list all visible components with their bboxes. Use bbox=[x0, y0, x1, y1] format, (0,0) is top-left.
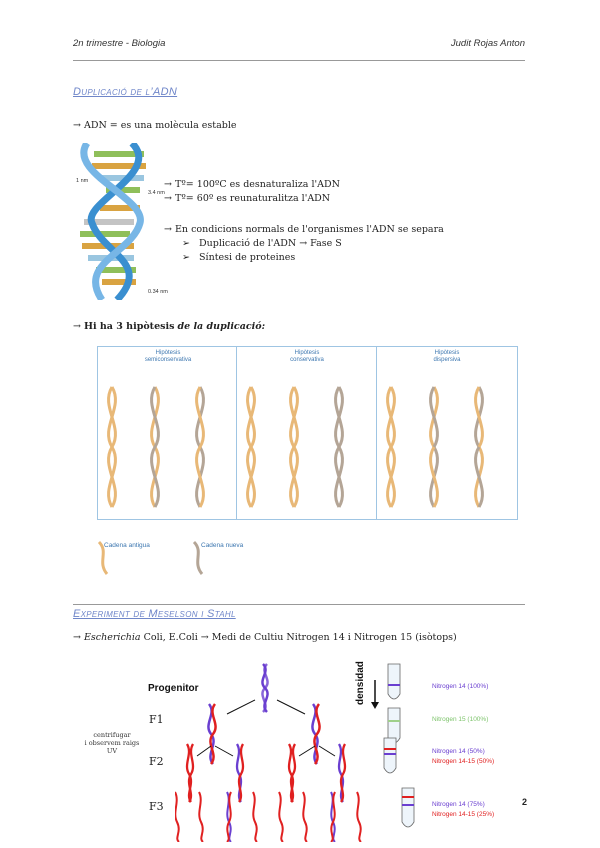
tube3-label-a: Nitrogen 14 (50%) bbox=[432, 748, 485, 755]
temp-line-2: → Tº= 60º es reunaturalitza l'ADN bbox=[164, 193, 330, 204]
f1-dna-right bbox=[311, 703, 321, 765]
header-left: 2n trimestre - Biologia bbox=[73, 38, 166, 49]
header-divider bbox=[73, 60, 525, 61]
sub-bullet-1: ➢ Duplicació de l'ADN → Fase S bbox=[182, 238, 342, 249]
sub-bullet-1-text: Duplicació de l'ADN → Fase S bbox=[199, 238, 342, 249]
tube4-label-b: Nitrogen 14-15 (25%) bbox=[432, 811, 495, 818]
hypothesis-title-line1: Hipòtesis bbox=[434, 350, 460, 356]
arrow-icon: → bbox=[164, 224, 172, 235]
bullet-arrowhead-icon: ➢ bbox=[182, 252, 190, 263]
dna-helix-image: 1 nm 3.4 nm 0.34 nm bbox=[76, 143, 168, 300]
arrow-to-f1-right bbox=[276, 699, 306, 715]
normal-line: → En condicions normals de l'organismes … bbox=[164, 224, 444, 235]
intro-text: ADN = es una molècula estable bbox=[84, 120, 237, 131]
temp-line-1: → Tº= 100ºC es desnaturaliza l'ADN bbox=[164, 179, 340, 190]
replication-tree bbox=[175, 663, 362, 842]
tube-4 bbox=[401, 787, 415, 828]
section-title-duplication: Duplicació de l’ADN bbox=[73, 86, 178, 98]
centrifuge-tubes bbox=[383, 663, 415, 828]
header-right: Judit Rojas Anton bbox=[450, 38, 525, 49]
hypotheses-intro: → Hi ha 3 hipòtesis de la duplicació: bbox=[73, 321, 265, 332]
arrow-icon: → bbox=[164, 193, 172, 204]
arrow-icon: → bbox=[73, 632, 81, 643]
generation-f3-label: F3 bbox=[149, 800, 164, 813]
side-note-line3: UV bbox=[106, 747, 118, 755]
helix-pair-2 bbox=[289, 386, 299, 508]
density-label: densidad bbox=[355, 661, 366, 705]
tube4-label-a: Nitrogen 14 (75%) bbox=[432, 801, 485, 808]
experiment-intro-text: Coli, E.Coli → Medi de Cultiu Nitrogen 1… bbox=[143, 632, 457, 643]
hypothesis-title: Hipòtesis conservativa bbox=[237, 350, 377, 364]
legend-new-strand-swatch bbox=[192, 540, 204, 575]
arrow-f2-a bbox=[196, 745, 212, 757]
side-note: centrifugar i observem raigs UV bbox=[82, 731, 142, 755]
intro-line: → ADN = es una molècula estable bbox=[73, 120, 237, 131]
hypothesis-title: Hipòtesis dispersiva bbox=[377, 350, 517, 364]
temp-text-2: Tº= 60º es reunaturalitza l'ADN bbox=[175, 193, 331, 204]
helix-pair-2 bbox=[150, 386, 160, 508]
hypothesis-panel-conservative: Hipòtesis conservativa bbox=[236, 346, 378, 520]
side-note-line1: centrifugar bbox=[93, 731, 131, 739]
arrow-f2-d bbox=[318, 745, 336, 757]
helix-pair-1 bbox=[386, 386, 396, 508]
dna-label-1nm: 1 nm bbox=[76, 178, 89, 184]
hypothesis-title-line2: dispersiva bbox=[433, 357, 461, 363]
helix-pair-3 bbox=[195, 386, 205, 508]
generation-f2-label: F2 bbox=[149, 755, 164, 768]
temp-text-1: Tº= 100ºC es desnaturaliza l'ADN bbox=[175, 179, 340, 190]
dna-backbone-1 bbox=[87, 143, 143, 300]
density-arrow-icon bbox=[371, 680, 379, 709]
arrow-f2-c bbox=[298, 745, 316, 757]
generation-f1-label: F1 bbox=[149, 713, 164, 726]
tube1-label: Nitrogen 14 (100%) bbox=[432, 683, 489, 690]
hypothesis-title: Hipòtesis semiconservativa bbox=[98, 350, 238, 364]
f1-dna-left bbox=[207, 703, 217, 765]
normal-text: En condicions normals de l'organismes l'… bbox=[175, 224, 444, 235]
sub-bullet-2-text: Síntesi de proteines bbox=[199, 252, 296, 263]
helix-pair-1 bbox=[107, 386, 117, 508]
arrow-icon: → bbox=[73, 120, 81, 131]
page-number: 2 bbox=[522, 797, 528, 807]
section-title-experiment: Experiment de Meselson i Stahl bbox=[73, 608, 236, 620]
section-divider bbox=[73, 604, 525, 605]
hypotheses-intro-italic: de la duplicació: bbox=[177, 321, 266, 332]
tube-1 bbox=[387, 663, 401, 700]
arrow-icon: → bbox=[164, 179, 172, 190]
legend-new-label: Cadena nueva bbox=[201, 542, 244, 549]
helix-group-dispersive bbox=[386, 386, 484, 508]
dna-label-rise: 0.34 nm bbox=[148, 289, 168, 295]
hypothesis-panel-semiconservative: Hipòtesis semiconservativa bbox=[97, 346, 239, 520]
arrow-f2-b bbox=[214, 745, 234, 757]
tube3-label-b: Nitrogen 14-15 (50%) bbox=[432, 758, 495, 765]
hypothesis-title-line1: Hipòtesis bbox=[294, 350, 320, 356]
helix-pair-3 bbox=[474, 386, 484, 508]
progenitor-label: Progenitor bbox=[148, 683, 199, 694]
sub-bullet-2: ➢ Síntesi de proteines bbox=[182, 252, 295, 263]
progenitor-dna bbox=[261, 663, 269, 713]
bullet-arrowhead-icon: ➢ bbox=[182, 238, 190, 249]
helix-pair-3 bbox=[334, 386, 344, 508]
hypothesis-title-line2: semiconservativa bbox=[144, 357, 192, 363]
dna-backbone-2 bbox=[80, 143, 144, 300]
tube2-label: Nitrogen 15 (100%) bbox=[432, 716, 489, 723]
hypothesis-panel-dispersive: Hipòtesis dispersiva bbox=[376, 346, 518, 520]
experiment-intro-italic: Escherichia bbox=[84, 632, 141, 643]
arrow-icon: → bbox=[73, 321, 81, 332]
f3-dna bbox=[175, 791, 362, 842]
f2-dna bbox=[185, 743, 347, 803]
helix-pair-2 bbox=[429, 386, 439, 508]
arrow-to-f1-left bbox=[226, 699, 256, 715]
helix-pair-1 bbox=[246, 386, 256, 508]
experiment-intro: → Escherichia Coli, E.Coli → Medi de Cul… bbox=[73, 632, 457, 643]
dna-label-pitch: 3.4 nm bbox=[148, 190, 165, 196]
helix-group-conservative bbox=[246, 386, 344, 508]
hypothesis-title-line2: conservativa bbox=[290, 357, 324, 363]
hypotheses-intro-bold: Hi ha 3 hipòtesis bbox=[84, 321, 175, 332]
hypothesis-title-line1: Hipòtesis bbox=[155, 350, 181, 356]
side-note-line2: i observem raigs bbox=[84, 739, 140, 747]
legend-old-strand-swatch bbox=[97, 540, 109, 575]
legend-old-label: Cadena antigua bbox=[104, 542, 150, 549]
tube-3 bbox=[383, 737, 397, 774]
helix-group-semiconservative bbox=[107, 386, 205, 508]
